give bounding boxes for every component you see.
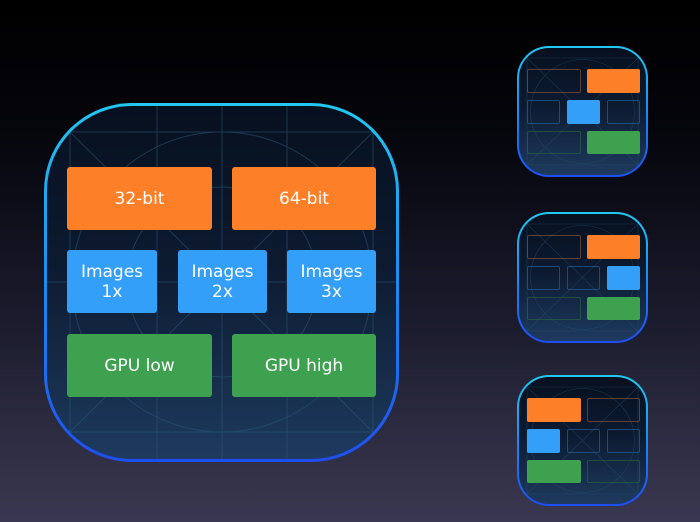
slot-gpu-low-empty [527,131,581,154]
slot-images-2x-empty [567,429,600,453]
tile-label: GPU high [264,355,344,376]
tile-images-1x: Images 1x [67,250,157,313]
tile-label: 32-bit [114,188,165,209]
tile-label: Images 2x [191,261,254,302]
tile-label: GPU low [104,355,175,376]
tile-label: Images 3x [300,261,363,302]
slot-64-bit-empty [587,398,640,422]
slot-gpu-low-empty [527,297,581,320]
slot-images-1x-empty [527,100,560,124]
tile-label: 64-bit [279,188,329,209]
slot-32-bit-empty [527,235,581,259]
slot-images-1x-selected [527,429,560,453]
slot-32-bit-selected [527,398,581,422]
tile-64-bit: 64-bit [232,167,376,230]
tile-label: Images 1x [80,261,144,302]
slot-32-bit-empty [527,69,581,93]
slot-gpu-high-selected [587,297,640,320]
slot-gpu-high-selected [587,131,640,154]
slot-gpu-low-selected [527,460,581,483]
tile-32-bit: 32-bit [67,167,212,230]
slot-gpu-high-empty [587,460,640,483]
variant-icon-1 [517,46,648,177]
slot-images-3x-empty [607,429,640,453]
tile-gpu-high: GPU high [232,334,376,397]
main-asset-catalog-icon: 32-bit 64-bit Images 1x Images 2x Images… [44,103,399,462]
variant-icon-2 [517,212,648,343]
slot-64-bit-selected [587,235,640,259]
slot-images-1x-empty [527,266,560,290]
tile-gpu-low: GPU low [67,334,212,397]
variant-icon-3 [517,375,648,506]
slot-images-2x-selected [567,100,600,124]
slot-images-3x-selected [607,266,640,290]
slot-images-2x-empty [567,266,600,290]
tile-images-3x: Images 3x [287,250,376,313]
tile-images-2x: Images 2x [178,250,267,313]
slot-64-bit-selected [587,69,640,93]
slot-images-3x-empty [607,100,640,124]
